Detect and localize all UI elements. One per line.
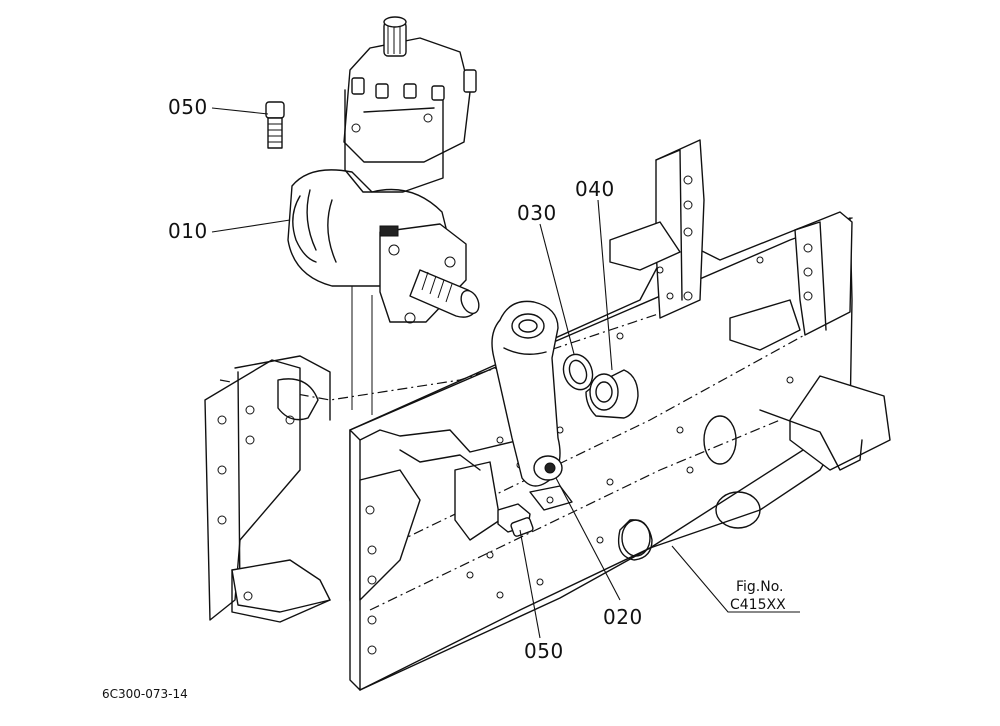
label-010: 010 (168, 219, 208, 243)
bolt-top (265, 101, 285, 149)
label-050-top: 050 (168, 95, 208, 119)
figure-ref-number: C415XX (730, 597, 786, 613)
pitman-arm (491, 300, 573, 511)
bolt-bottom (497, 503, 534, 537)
label-030: 030 (517, 201, 557, 225)
steering-gearbox (287, 16, 480, 415)
collar (585, 369, 639, 419)
label-050-bottom: 050 (524, 639, 564, 663)
drawing-number: 6C300-073-14 (102, 687, 188, 701)
frame-assembly (204, 139, 891, 691)
label-020: 020 (603, 605, 643, 629)
leader-lines (211, 107, 800, 639)
snap-ring (562, 353, 594, 391)
label-040: 040 (575, 177, 615, 201)
figure-ref-label: Fig.No. (736, 579, 784, 595)
